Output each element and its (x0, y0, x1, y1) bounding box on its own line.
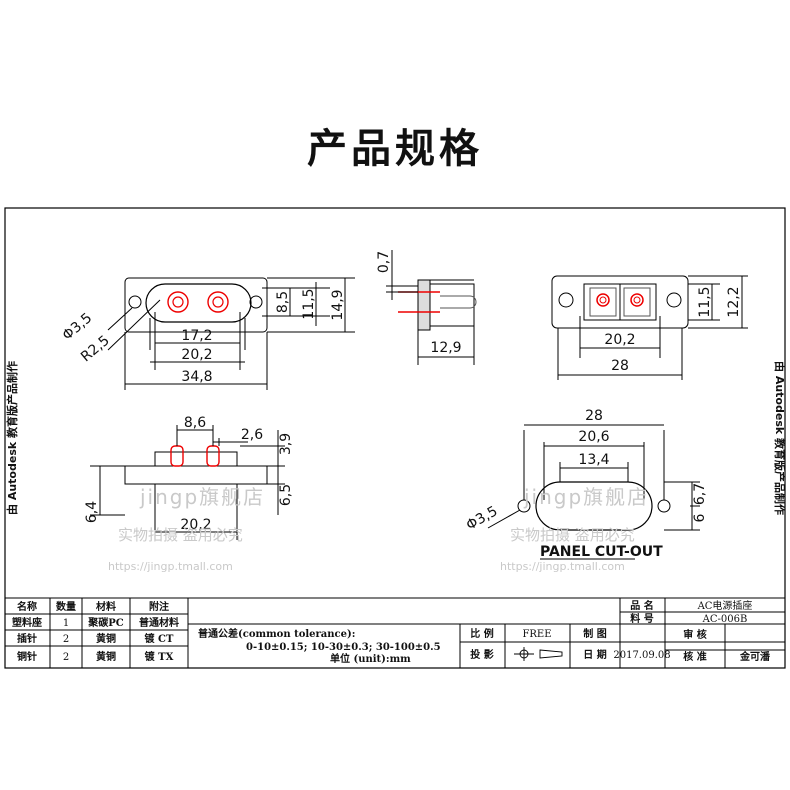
cutout-view (487, 424, 700, 531)
tolerance-line-3: 单位 (unit):mm (330, 652, 411, 665)
bom-cell: 聚碳PC (87, 616, 124, 629)
bom-table: 名称 数量 材料 附注 塑料座 1 聚碳PC 普通材料 插针 2 黄铜 镀 CT… (12, 600, 179, 663)
dim-bottom-26: 2,6 (241, 427, 263, 443)
watermark-url-right: https://jingp.tmall.com (500, 560, 625, 573)
front-view (107, 277, 355, 390)
front-view-dims: 17,2 20,2 34,8 8,5 11,5 14,9 Φ3,5 R2,5 (60, 288, 346, 385)
projection-symbol-icon (514, 647, 563, 661)
dim-back-115: 11,5 (697, 286, 713, 317)
dim-front-202: 20,2 (181, 347, 212, 363)
tolerance-line-2: 0-10±0.15; 10-30±0.3; 30-100±0.5 (246, 642, 441, 653)
bom-cell: 镀 TX (145, 650, 174, 663)
dim-bottom-64: 6,4 (84, 501, 100, 523)
part-value: AC-006B (702, 614, 748, 625)
bom-header-qty: 数量 (56, 600, 76, 613)
dim-front-348: 34,8 (181, 369, 212, 385)
bom-cell: 插针 (17, 632, 37, 645)
title-block (5, 597, 785, 668)
tolerance-notes: 普通公差(common tolerance): 0-10±0.15; 10-30… (198, 627, 441, 665)
bom-header-material: 材料 (96, 600, 116, 613)
name-label: 品 名 (630, 599, 653, 612)
dim-cut-134: 13,4 (578, 452, 609, 468)
watermark-brand-left: jingp旗舰店 (139, 485, 265, 509)
watermark-notice-left: 实物拍摄 盗用必究 (118, 526, 243, 544)
dim-cut-67: 6,7 (692, 483, 708, 505)
draw-label: 制 图 (583, 627, 606, 640)
bom-cell: 铜针 (17, 650, 37, 663)
bom-cell: 黄铜 (96, 650, 116, 663)
dim-back-202: 20,2 (604, 332, 635, 348)
tolerance-line-1: 普通公差(common tolerance): (198, 627, 355, 640)
side-view-dims: 0,7 12,9 (376, 251, 462, 356)
dim-front-d35: Φ3,5 (60, 310, 96, 344)
dim-bottom-86: 8,6 (184, 415, 206, 431)
dim-back-28: 28 (611, 358, 629, 374)
bom-cell: 镀 CT (145, 632, 174, 645)
dim-front-149: 14,9 (330, 289, 346, 320)
proj-label: 投 影 (470, 648, 493, 661)
approver-name: 金可潘 (739, 650, 771, 663)
drawing-border (4, 207, 786, 669)
bottom-view (90, 425, 285, 540)
dim-front-r25: R2,5 (78, 333, 113, 366)
approve-label: 核 准 (683, 650, 706, 663)
dim-front-172: 17,2 (181, 328, 212, 344)
back-view-dims: 20,2 28 11,5 12,2 (604, 286, 742, 374)
date-value: 2017.09.08 (613, 650, 670, 661)
review-label: 审 核 (683, 628, 706, 641)
mid-block: 比 例 FREE 制 图 投 影 日 期 (470, 627, 607, 661)
dim-front-115: 11,5 (301, 288, 317, 319)
bom-cell: 塑料座 (12, 616, 42, 629)
back-view (551, 275, 748, 380)
dim-back-122: 12,2 (726, 286, 742, 317)
bom-cell: 2 (63, 634, 69, 645)
side-label-left: 由 Autodesk 教育版产品制作 (5, 361, 19, 515)
date-label: 日 期 (583, 648, 606, 661)
dim-bottom-202: 20,2 (180, 517, 211, 533)
dim-bottom-65: 6,5 (278, 484, 294, 506)
bom-cell: 黄铜 (96, 632, 116, 645)
bom-header-name: 名称 (17, 600, 37, 613)
dim-side-129: 12,9 (430, 340, 461, 356)
name-value: AC电源插座 (697, 599, 753, 612)
watermark-notice-right: 实物拍摄 盗用必究 (510, 526, 635, 544)
bom-cell: 2 (63, 652, 69, 663)
dim-cut-28: 28 (585, 408, 603, 424)
scale-value: FREE (522, 629, 551, 640)
dim-side-07: 0,7 (376, 251, 392, 273)
bom-cell: 普通材料 (139, 616, 179, 629)
watermark-brand-right: jingp旗舰店 (523, 485, 649, 509)
watermark-url-left: https://jingp.tmall.com (108, 560, 233, 573)
scale-label: 比 例 (470, 627, 493, 640)
bottom-view-dims: 8,6 2,6 3,9 6,5 6,4 20,2 (84, 415, 294, 533)
dim-cut-d35: Φ3,5 (464, 503, 501, 534)
page-title: 产品规格 (307, 126, 483, 172)
part-label: 料 号 (630, 612, 653, 625)
watermarks: jingp旗舰店 实物拍摄 盗用必究 https://jingp.tmall.c… (108, 485, 649, 573)
dim-front-85: 8,5 (275, 291, 291, 313)
side-view (386, 250, 477, 365)
dim-bottom-39: 3,9 (278, 433, 294, 455)
side-label-right: 由 Autodesk 教育版产品制作 (773, 361, 787, 515)
dim-cut-206: 20,6 (578, 429, 609, 445)
right-block: 品 名 AC电源插座 料 号 AC-006B 审 核 2017.09.08 核 … (613, 599, 771, 663)
dim-cut-6: 6 (692, 513, 708, 522)
bom-header-note: 附注 (149, 600, 169, 613)
bom-cell: 1 (63, 618, 69, 629)
cutout-label: PANEL CUT-OUT (540, 544, 663, 560)
